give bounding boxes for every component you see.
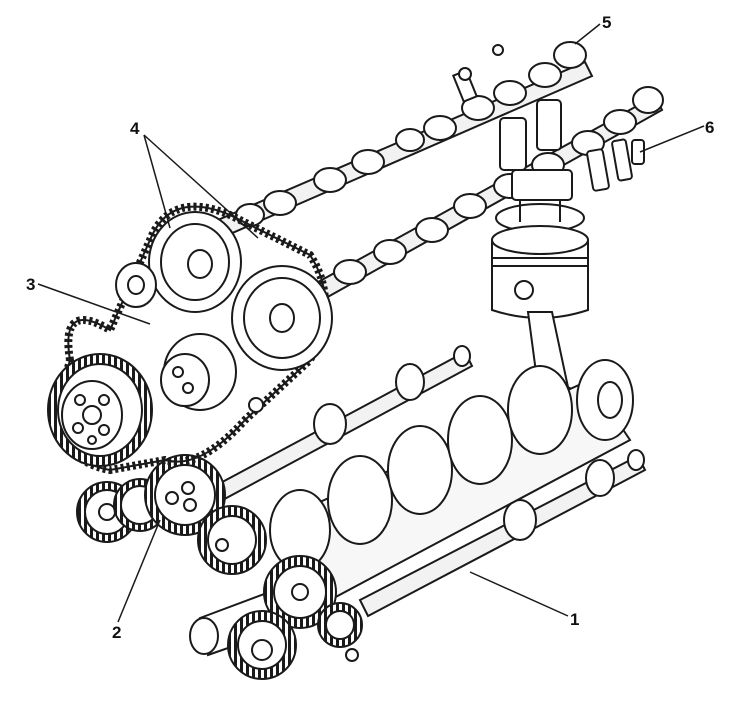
label-4: 4 bbox=[130, 119, 140, 138]
gear-train bbox=[76, 454, 363, 680]
label-5: 5 bbox=[602, 13, 612, 32]
belt-tensioner bbox=[160, 333, 264, 413]
crank-belt-pulley bbox=[47, 353, 153, 467]
label-6: 6 bbox=[705, 118, 715, 137]
leader-lines bbox=[37, 23, 705, 623]
upper-balance-shaft bbox=[168, 345, 474, 526]
camshaft-sprockets bbox=[148, 211, 333, 371]
label-2: 2 bbox=[112, 623, 122, 642]
valve-assembly bbox=[495, 99, 585, 233]
label-3: 3 bbox=[26, 275, 36, 294]
piston bbox=[491, 225, 589, 319]
lower-balance-shaft bbox=[358, 449, 647, 618]
upper-camshaft bbox=[188, 41, 594, 250]
label-1: 1 bbox=[570, 610, 580, 629]
belt-idler bbox=[115, 262, 157, 308]
injector bbox=[586, 138, 645, 192]
